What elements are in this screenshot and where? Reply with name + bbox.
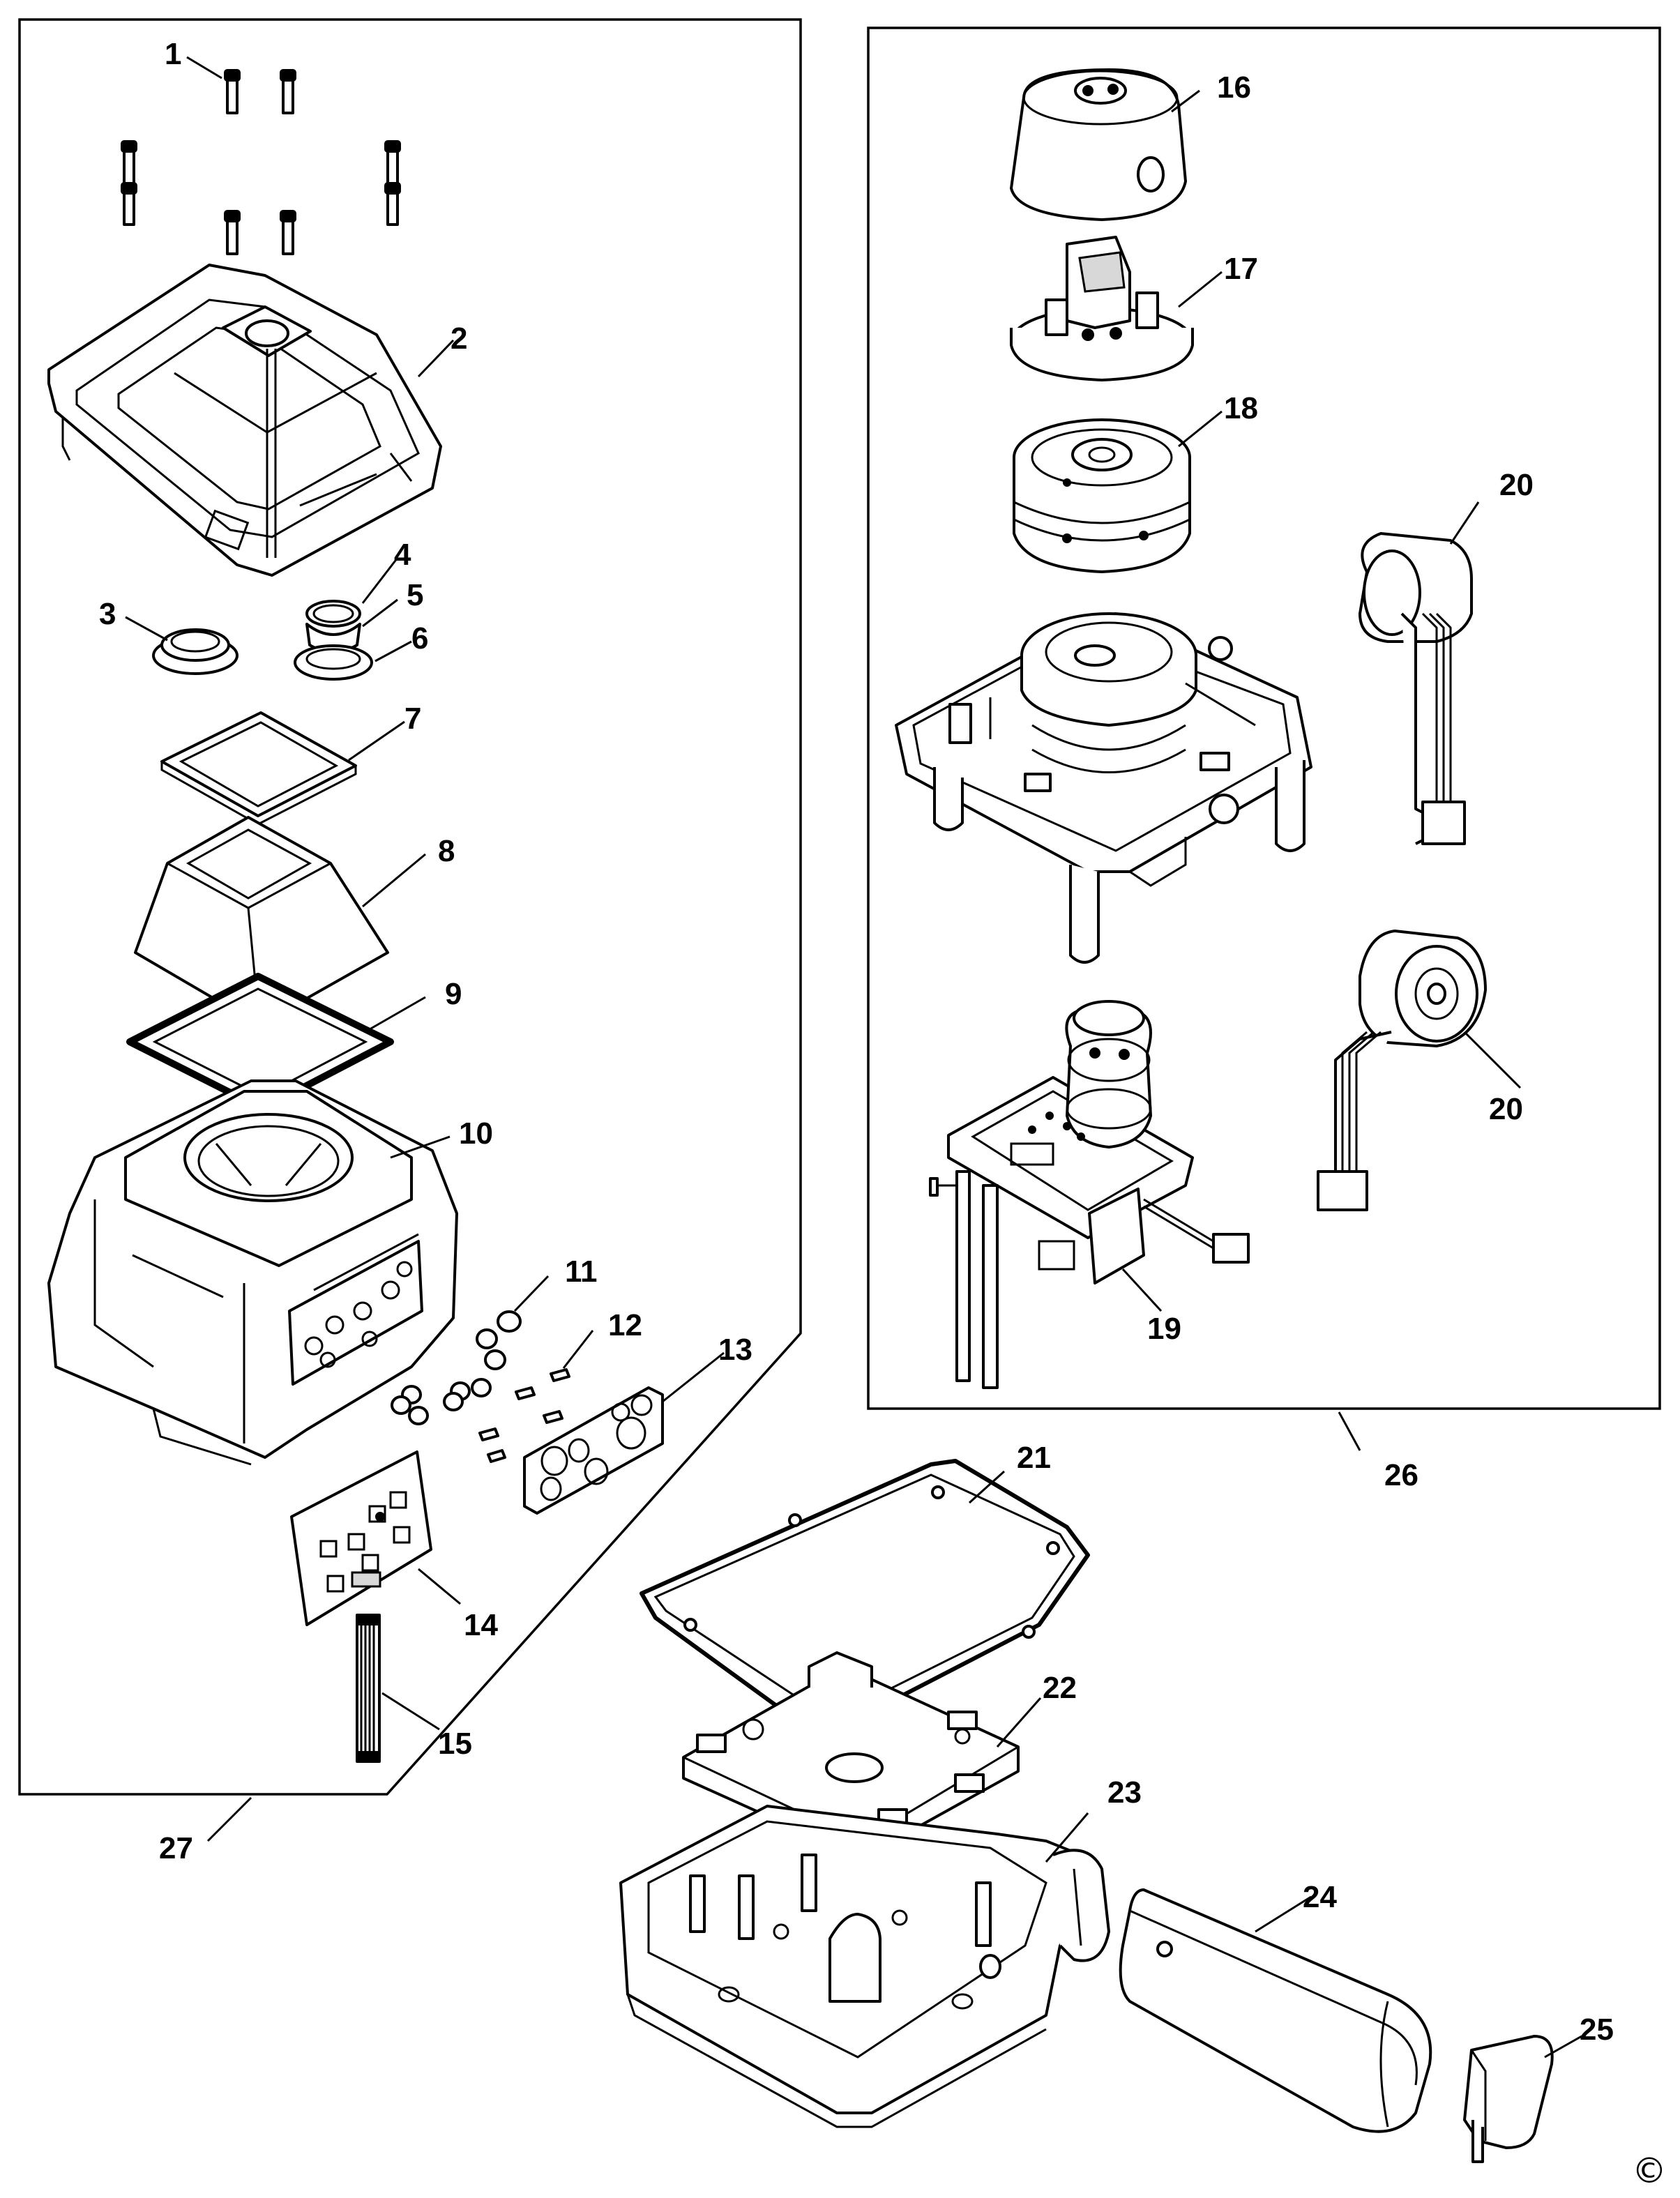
leader-lines [125,56,1582,2059]
label-27: 27 [159,1831,193,1865]
label-19: 19 [1147,1312,1181,1346]
screws-part-12 [478,1368,570,1463]
label-9: 9 [445,977,462,1011]
head-cap-part-16 [1010,68,1187,221]
label-12: 12 [608,1308,642,1342]
label-17: 17 [1224,252,1258,286]
top-cage-part-2 [47,264,442,577]
label-13: 13 [718,1333,752,1367]
base-housing-part-23 [619,1805,1110,2128]
label-21: 21 [1017,1441,1051,1475]
label-20b: 20 [1489,1092,1523,1126]
label-3: 3 [99,597,116,631]
label-11: 11 [565,1255,598,1289]
chassis-assembly [895,612,1312,964]
motor-pcb-part-19 [929,1000,1250,1389]
label-2: 2 [451,321,467,356]
label-24: 24 [1303,1880,1337,1914]
encoder-lower-part-20 [1317,930,1487,1211]
keypad-pcb-part-14 [290,1450,432,1626]
label-25: 25 [1580,2013,1614,2047]
o-ring-part-4 [305,600,361,628]
seal-part-9 [126,973,394,1112]
housing-part-10 [47,1079,458,1466]
part-labels: 1 2 3 4 5 6 7 8 9 10 11 12 13 14 15 16 1… [99,37,1667,2191]
label-5: 5 [407,578,423,612]
battery-cap-part-25 [1463,2035,1554,2163]
label-10: 10 [459,1116,493,1151]
buttons-part-11 [391,1310,522,1425]
encoder-upper-part-20 [1359,532,1473,845]
label-6: 6 [411,621,428,655]
prism-head-part-17 [1010,236,1194,381]
label-8: 8 [438,834,455,868]
keypad-membrane-part-13 [523,1386,664,1515]
battery-part-24 [1119,1888,1432,2133]
label-20a: 20 [1499,468,1534,502]
assembly-27-frame [18,18,802,1796]
assembly-26-frame [867,26,1661,1410]
label-26: 26 [1384,1458,1418,1492]
copyright-symbol: © [1632,2151,1667,2191]
label-16: 16 [1217,70,1251,105]
ribbon-cable-part-15 [356,1614,381,1763]
label-22: 22 [1043,1671,1077,1705]
label-18: 18 [1224,391,1258,425]
rotor-part-18 [1013,418,1191,573]
label-1: 1 [165,37,181,71]
washer-part-6 [294,644,373,681]
label-7: 7 [404,702,421,736]
gasket-frame-part-7 [160,711,357,826]
label-4: 4 [394,538,411,572]
window-part-8 [134,816,389,1026]
screws-part-1 [121,69,401,255]
label-14: 14 [464,1608,498,1642]
label-23: 23 [1107,1775,1142,1810]
cap-part-3 [152,628,239,675]
label-15: 15 [438,1727,472,1761]
